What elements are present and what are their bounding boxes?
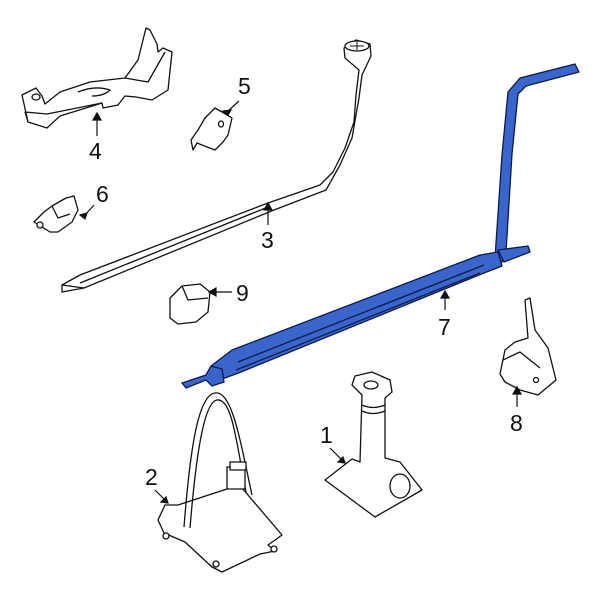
part-7-spare-tire-hoist-handle[interactable] (181, 63, 580, 389)
leader-1 (329, 447, 343, 461)
leader-2 (154, 489, 166, 501)
part-2-jack-bracket[interactable] (157, 392, 283, 573)
part-5-clip[interactable] (190, 107, 233, 151)
part-1-jack[interactable] (324, 371, 423, 518)
callout-1[interactable]: 1 (320, 422, 333, 448)
part-6-holder[interactable] (33, 195, 79, 233)
callout-9[interactable]: 9 (236, 280, 249, 306)
callout-8[interactable]: 8 (510, 410, 523, 436)
callout-3[interactable]: 3 (261, 227, 274, 253)
callout-5[interactable]: 5 (238, 73, 251, 99)
part-8-tool-holder[interactable] (499, 297, 557, 396)
callout-4[interactable]: 4 (89, 138, 102, 164)
callout-7[interactable]: 7 (438, 314, 451, 340)
part-4-mounting-bracket[interactable] (21, 27, 173, 129)
callout-2[interactable]: 2 (145, 464, 158, 490)
part-9-clip[interactable] (169, 283, 211, 325)
callout-6[interactable]: 6 (96, 181, 109, 207)
part-3-lug-wrench[interactable] (61, 39, 372, 293)
